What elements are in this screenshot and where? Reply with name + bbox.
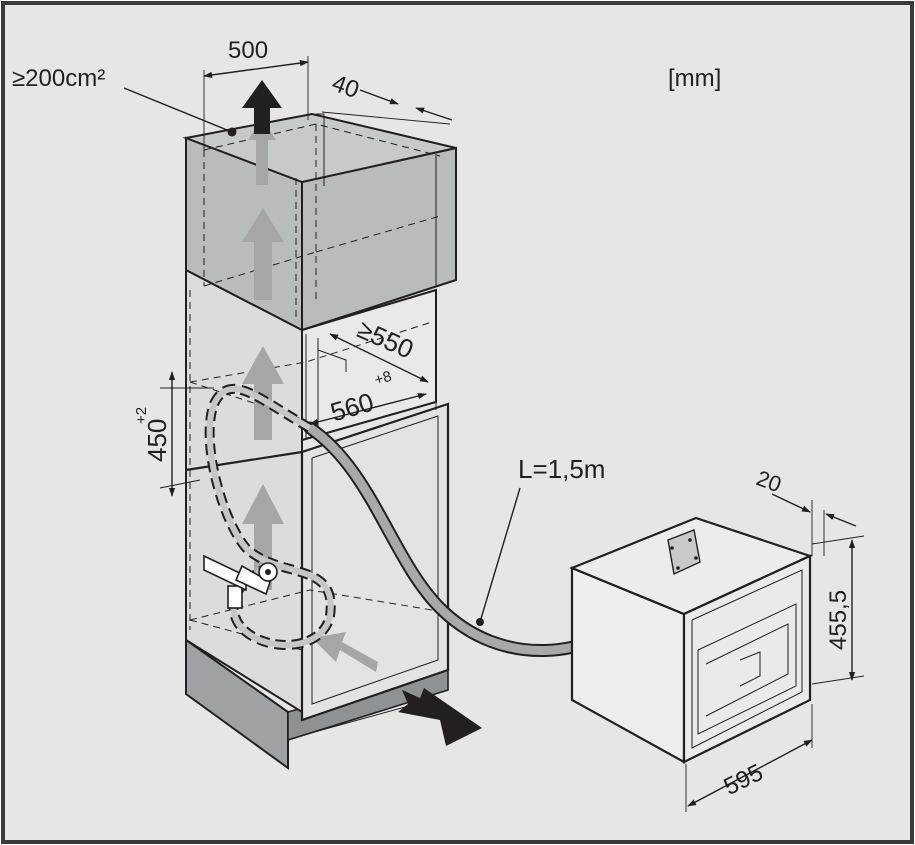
airflow-arrow-icon [242, 484, 284, 590]
niche-height-tolerance: +2 [133, 407, 150, 424]
appliance-height-label: 455,5 [825, 590, 852, 650]
airflow-arrow-icon [312, 632, 378, 672]
hose-length-label: L=1,5m [518, 454, 605, 484]
vent-width-label: 500 [228, 37, 268, 64]
airflow-arrow-icon [248, 118, 276, 185]
vent-area-label: ≥200cm² [12, 65, 105, 92]
built-in-appliance [569, 516, 813, 764]
niche-width-tolerance: +8 [373, 368, 394, 389]
airflow-arrow-icon [242, 346, 284, 440]
exhaust-arrow-icon [242, 80, 282, 134]
units-label: [mm] [668, 65, 721, 92]
appliance-connection-plate [667, 529, 701, 576]
water-tap-icon [203, 554, 278, 609]
lower-cabinet-door [300, 402, 450, 722]
dimension-lines [123, 56, 865, 812]
airflow-arrows [242, 118, 378, 672]
niche-height-label: 450 [142, 419, 172, 462]
appliance-front [682, 554, 812, 764]
plinth [185, 638, 289, 770]
airflow-arrow-icon [242, 208, 284, 300]
intake-arrow-icon [398, 688, 482, 746]
